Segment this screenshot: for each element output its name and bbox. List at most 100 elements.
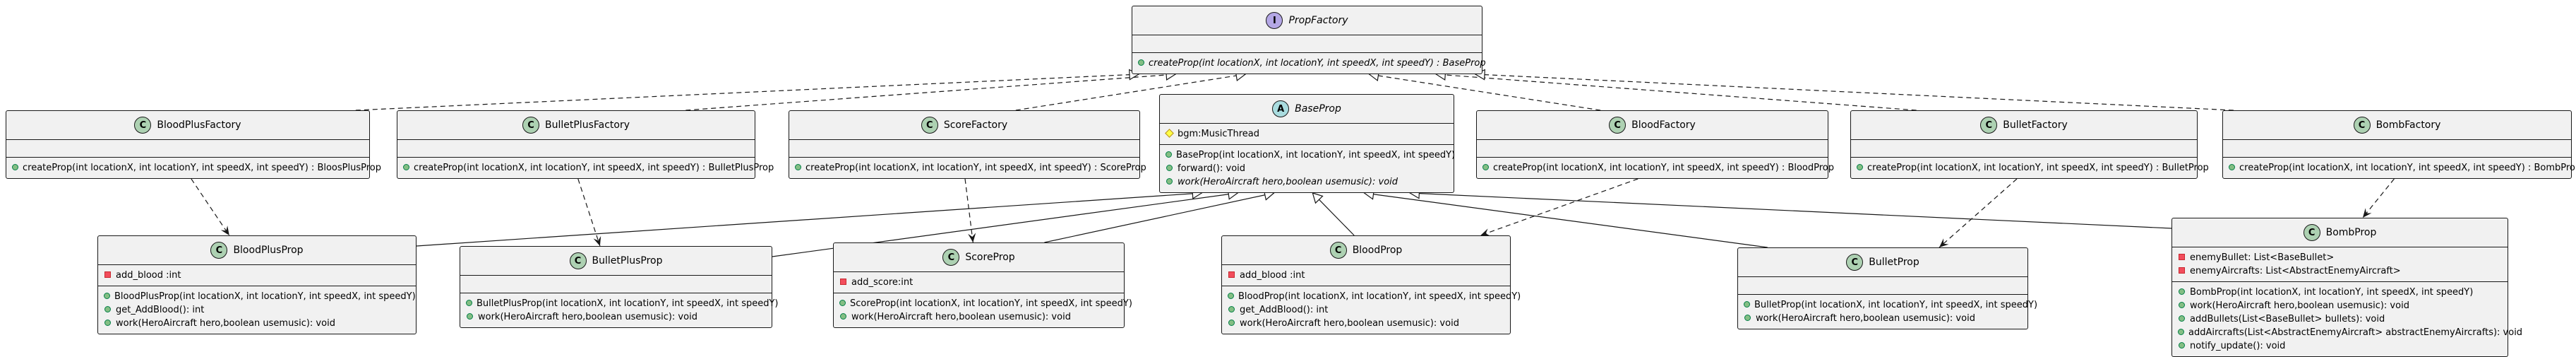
method-row: BombProp(int locationX, int locationY, i… — [2178, 286, 2502, 299]
methods-section: BloodPlusProp(int locationX, int locatio… — [98, 286, 416, 334]
visibility-pub-icon — [795, 164, 801, 172]
fields-section: add_blood :int — [1222, 264, 1510, 286]
method-row: work(HeroAircraft hero,boolean usemusic)… — [1166, 175, 1448, 189]
stereotype-badge: C — [1980, 117, 1998, 134]
visibility-pub-icon — [1857, 164, 1863, 172]
class-name: BulletFactory — [2003, 119, 2068, 131]
method-text: get_AddBlood(): int — [116, 305, 205, 315]
visibility-pub-icon — [104, 306, 112, 315]
methods-section: createProp(int locationX, int locationY,… — [1477, 157, 1834, 178]
method-text: work(HeroAircraft hero,boolean usemusic)… — [1240, 318, 1459, 329]
method-row: createProp(int locationX, int locationY,… — [795, 161, 1146, 175]
field-row: enemyAircrafts: List<AbstractEnemyAircra… — [2178, 264, 2502, 278]
field-text: add_score:int — [851, 277, 913, 288]
methods-section: BombProp(int locationX, int locationY, i… — [2172, 281, 2522, 356]
method-row: work(HeroAircraft hero,boolean usemusic)… — [2178, 299, 2502, 312]
class-header: C BulletFactory — [1851, 111, 2197, 139]
visibility-pub-icon — [1166, 165, 1173, 173]
method-row: ScoreProp(int locationX, int locationY, … — [839, 297, 1132, 310]
method-row: BulletPlusProp(int locationX, int locati… — [466, 297, 778, 310]
visibility-pub-icon — [1744, 315, 1751, 323]
field-row: add_score:int — [839, 276, 1118, 289]
visibility-pub-icon — [2178, 302, 2186, 310]
method-text: ScoreProp(int locationX, int locationY, … — [850, 298, 1132, 309]
method-text: BulletPlusProp(int locationX, int locati… — [477, 298, 779, 309]
visibility-pub-icon — [839, 313, 847, 322]
class-name: BloodFactory — [1631, 119, 1696, 131]
visibility-pub-icon — [1744, 301, 1750, 310]
method-row: get_AddBlood(): int — [104, 303, 410, 317]
class-name: PropFactory — [1288, 15, 1348, 26]
relation-line-blood-plus-factory-to-blood-plus-prop — [191, 178, 230, 236]
relation-line-bomb-factory-to-bomb-prop — [2362, 178, 2395, 218]
fields-section — [460, 275, 772, 293]
visibility-priv-icon — [2178, 254, 2186, 262]
visibility-priv-icon — [104, 271, 112, 280]
stereotype-badge: C — [921, 117, 938, 134]
field-row: add_blood :int — [104, 269, 410, 282]
class-name: BloodPlusProp — [233, 245, 304, 256]
relation-line-bullet-plus-factory-to-prop-factory — [685, 74, 1167, 111]
visibility-priv-icon — [1228, 271, 1235, 280]
method-row: createProp(int locationX, int locationY,… — [403, 161, 774, 175]
methods-section: createProp(int locationX, int locationY,… — [397, 157, 774, 178]
fields-section — [2223, 139, 2571, 157]
methods-section: ScoreProp(int locationX, int locationY, … — [834, 293, 1132, 327]
stereotype-badge: C — [522, 117, 539, 134]
class-bullet-factory[interactable]: C BulletFactory createProp(int locationX, … — [1850, 110, 2209, 179]
dependency-arrowhead — [220, 226, 229, 235]
relation-line-bullet-plus-factory-to-bullet-plus-prop — [577, 178, 601, 247]
relation-line-score-factory-to-prop-factory — [1015, 75, 1237, 111]
relation-line-blood-factory-to-blood-prop — [1480, 178, 1639, 236]
method-text: createProp(int locationX, int locationY,… — [1493, 163, 1835, 173]
visibility-prot-icon — [1166, 130, 1173, 139]
method-row: notify_update(): void — [2178, 339, 2502, 353]
visibility-pub-icon — [1166, 151, 1172, 160]
method-row: createProp(int locationX, int locationY,… — [1482, 161, 1834, 175]
methods-section: createProp(int locationX, int locationY,… — [1132, 52, 1486, 74]
method-row: createProp(int locationX, int locationY,… — [1857, 161, 2209, 175]
method-text: notify_update(): void — [2190, 341, 2286, 351]
method-row: forward(): void — [1166, 162, 1448, 175]
visibility-pub-icon — [12, 164, 18, 172]
visibility-pub-icon — [2178, 342, 2186, 351]
method-text: createProp(int locationX, int locationY,… — [2239, 163, 2576, 173]
visibility-pub-icon — [1228, 320, 1235, 328]
method-text: BloodPlusProp(int locationX, int locatio… — [114, 291, 416, 302]
class-score-factory[interactable]: C ScoreFactory createProp(int locationX, i… — [789, 110, 1146, 179]
dependency-arrowhead — [1939, 238, 1949, 247]
class-name: BloodProp — [1352, 245, 1403, 256]
visibility-pub-icon — [104, 293, 110, 301]
class-header: C ScoreFactory — [789, 111, 1139, 139]
class-name: BloodPlusFactory — [157, 119, 241, 131]
method-text: BaseProp(int locationX, int locationY, i… — [1176, 150, 1456, 160]
class-name: ScoreFactory — [943, 119, 1008, 131]
visibility-pub-icon — [2178, 288, 2186, 297]
method-row: BloodProp(int locationX, int locationY, … — [1228, 290, 1521, 303]
method-row: addBullets(List<BaseBullet> bullets): vo… — [2178, 312, 2502, 326]
dependency-arrowhead — [593, 235, 601, 246]
relation-line-blood-plus-factory-to-prop-factory — [355, 74, 1130, 111]
stereotype-badge: C — [2303, 224, 2320, 241]
visibility-pub-icon — [466, 313, 474, 322]
relation-line-bullet-prop-to-base-prop — [1373, 194, 1768, 248]
stereotype-badge: C — [569, 252, 587, 269]
visibility-pub-icon — [403, 164, 409, 172]
